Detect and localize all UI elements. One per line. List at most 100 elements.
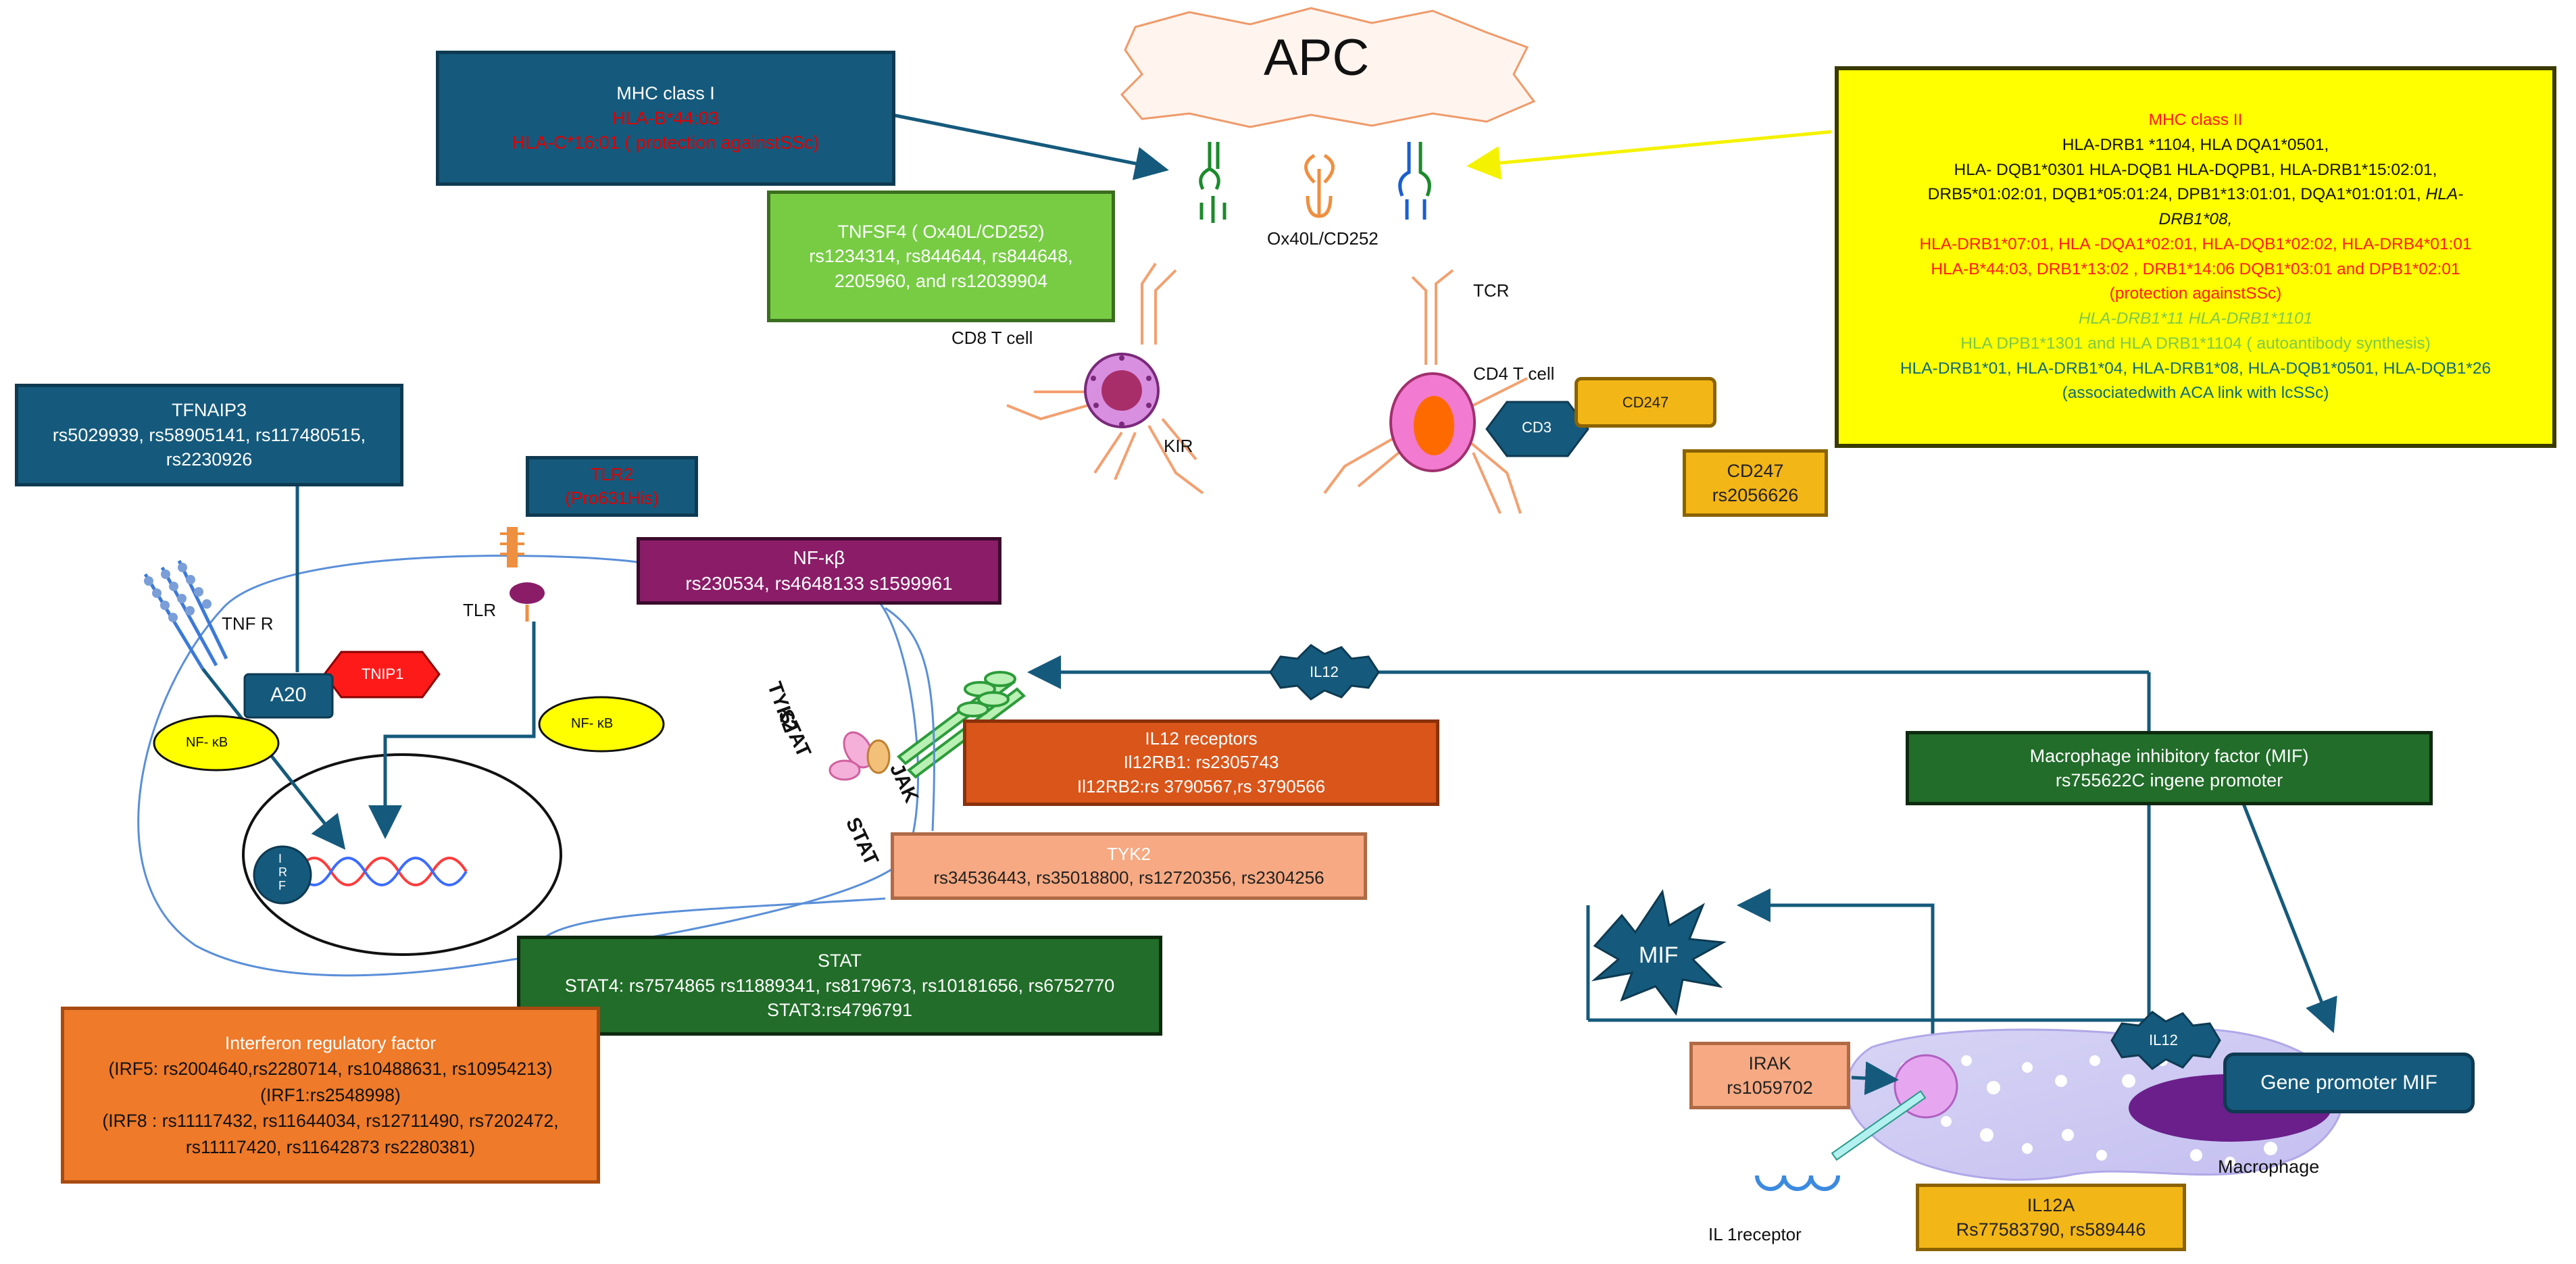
arrow-mhc1-to-apc [891,113,1169,180]
il12r-line1: Il12RB1: rs2305743 [1123,752,1279,773]
tlr2-title: TLR2 [590,463,634,484]
cell-membrane-outline [137,555,920,977]
il1r-label: IL 1receptor [1708,1224,1802,1244]
cd247-title: CD247 [1727,460,1784,481]
cd3-hexagon [1485,401,1589,457]
mhc2-l1: HLA-DRB1 *1104, HLA DQA1*0501, [2062,135,2329,154]
irf-nucleus-circle [253,845,312,905]
cd247-line1: rs2056626 [1712,485,1799,505]
tnip1-hexagon [323,651,441,699]
arrow-mif-to-gene [2241,803,2337,1034]
nfkb-title: NF-κβ [793,547,845,569]
stat-title: STAT [818,951,862,971]
stat-box: STAT STAT4: rs7574865 rs11889341, rs8179… [517,936,1162,1036]
gene-promoter-label: Gene promoter MIF [2260,1071,2437,1094]
il12a-line1: Rs77583790, rs589446 [1956,1219,2146,1240]
irf-line1: (IRF5: rs2004640,rs2280714, rs10488631, … [108,1059,553,1080]
nfkb-left-ellipse [153,715,280,772]
il1-receptor-icon [1755,1090,1927,1191]
jak-ellipse [866,739,891,774]
tyk2-line1: rs34536443, rs35018800, rs12720356, rs23… [933,867,1324,888]
macrophage-label: Macrophage [2218,1157,2320,1177]
dna-helix-icon [296,857,468,886]
tlr2-box: TLR2 (Pro631His) [526,456,698,517]
nfkb-left-label: NF- κB [186,735,228,750]
apc-cell [1120,7,1536,128]
mhc2-l7: (protection againstSSc) [2109,284,2282,303]
tfnaip3-line2: rs2230926 [166,449,253,470]
stat-line1: STAT4: rs7574865 rs11889341, rs8179673, … [564,975,1115,996]
mhc2-l3-row: DRB5*01:02:01, DQB1*05:01:24, DPB1*13:01… [1928,182,2464,207]
mhc2-l2: HLA- DQB1*0301 HLA-DQB1 HLA-DQPB1, HLA-D… [1954,160,2437,179]
tyk2-box: TYK2 rs34536443, rs35018800, rs12720356,… [891,832,1367,900]
kir-label: KIR [1164,436,1193,456]
mhc2-l3: DRB5*01:02:01, DQB1*05:01:24, DPB1*13:01… [1927,185,2421,204]
mhc2-l5: HLA-DRB1*07:01, HLA -DQA1*02:01, HLA-DQB… [1919,234,2472,253]
tfnaip3-box: TFNAIP3 rs5029939, rs58905141, rs1174805… [15,384,403,486]
cd247-small-box: CD247 [1575,377,1716,428]
irak-box: IRAK rs1059702 [1689,1042,1850,1109]
il12r-title: IL12 receptors [1145,728,1258,749]
cd8-label: CD8 T cell [951,328,1033,348]
il12-top-label: IL12 [1310,663,1339,680]
mhc1-receptor-icon [1199,142,1227,223]
il12a-box: IL12A Rs77583790, rs589446 [1916,1184,2186,1251]
gene-promoter-box: Gene promoter MIF [2223,1053,2475,1113]
irf-line2: (IRF1:rs2548998) [260,1084,401,1105]
stat-line2: STAT3:rs4796791 [766,1000,913,1021]
mif-info-line1: rs755622C ingene promoter [2055,770,2283,790]
mif-info-title: Macrophage inhibitory factor (MIF) [2029,745,2309,766]
tlr2-line1: (Pro631His) [565,488,659,508]
tnf-receptor-icon [143,559,228,670]
tnfsf4-line1: rs1234314, rs844644, rs844648, [809,246,1073,267]
mhc2-l11: (associatedwith ACA link with lcSSc) [2062,384,2329,403]
irf-box: Interferon regulatory factor (IRF5: rs20… [61,1007,600,1184]
mhc2-receptor-icon [1398,142,1431,220]
tfnaip3-line1: rs5029939, rs58905141, rs117480515, [52,424,366,445]
mhc1-box: MHC class I HLA-B*44:03 HLA-C*16:01 ( pr… [436,51,895,186]
a20-label: A20 [270,684,307,706]
nfkb-right-label: NF- κB [571,716,614,731]
mhc2-l4: DRB1*08, [2158,210,2233,228]
irf-line3: (IRF8 : rs11117432, rs11644034, rs127114… [102,1111,559,1132]
cd8-t-cell-icon [1006,262,1204,495]
mif-info-box: Macrophage inhibitory factor (MIF) rs755… [1906,731,2433,805]
tnfsf4-line2: 2205960, and rs12039904 [834,270,1048,291]
cd3-label: CD3 [1522,419,1552,436]
stat-ellipse-1 [843,731,874,769]
arrow-mhc2-to-apc [1466,130,1832,180]
il12-mac-label: IL12 [2149,1032,2178,1048]
tcr-label: TCR [1473,280,1510,301]
il12-mac-seal-icon [2110,1011,2221,1070]
irf-line4: rs11117420, rs11642873 rs2280381) [185,1136,476,1157]
mhc2-box: MHC class II HLA-DRB1 *1104, HLA DQA1*05… [1835,66,2556,448]
apc-label: APC [1264,29,1370,86]
mhc2-title: MHC class II [2148,111,2243,129]
line-tnfr-to-dna [201,667,346,850]
mhc2-l9: HLA DPB1*1301 and HLA DRB1*1104 ( autoan… [1960,334,2431,353]
il12-receptors-box: IL12 receptors Il12RB1: rs2305743 Il12RB… [963,719,1439,806]
mhc1-line2: HLA-C*16:01 ( protection againstSSc) [512,132,820,153]
tnfsf4-box: TNFSF4 ( Ox40L/CD252) rs1234314, rs84464… [767,191,1115,322]
tfnaip3-title: TFNAIP3 [171,400,247,421]
arrow-irak [1851,1061,1899,1095]
ox40l-label: Ox40L/CD252 [1267,228,1379,249]
tyk2-title: TYK2 [1106,843,1151,864]
nfkb-right-ellipse [538,696,665,753]
irf-nucleus-label: I R F [278,852,287,892]
tnfsf4-title: TNFSF4 ( Ox40L/CD252) [837,221,1045,242]
cd247-small-label: CD247 [1622,393,1669,411]
cd4-t-cell-icon [1323,269,1528,514]
irf-title: Interferon regulatory factor [224,1032,437,1053]
line-nfkb-to-receptor [885,607,935,832]
mhc2-l3b: HLA- [2425,185,2464,204]
arrow-mif [1737,888,1935,1034]
mhc2-l10: HLA-DRB1*01, HLA-DRB1*04, HLA-DRB1*08, H… [1900,359,2492,378]
irak-title: IRAK [1748,1053,1791,1073]
stat-ellipse-2 [828,759,861,781]
nfkb-line1: rs230534, rs4648133 s1599961 [685,573,953,594]
cd4-label: CD4 T cell [1473,363,1555,384]
nucleus [242,753,562,956]
il12r-line2: Il12RB2:rs 3790567,rs 3790566 [1076,776,1326,797]
